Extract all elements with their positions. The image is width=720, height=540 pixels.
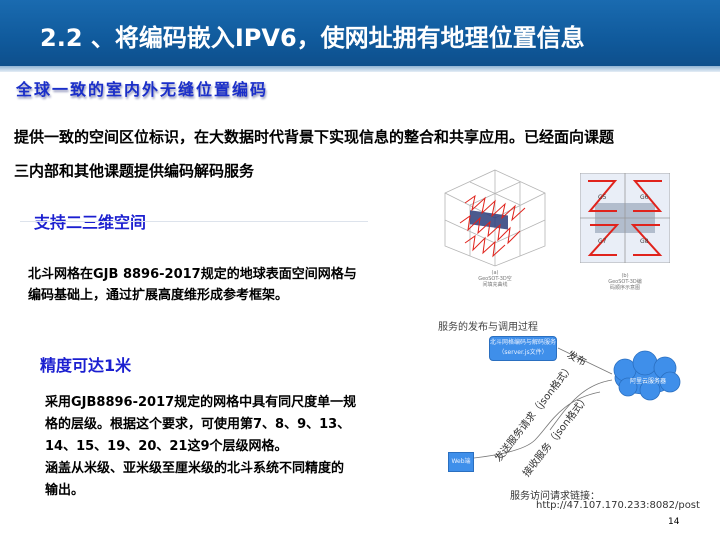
- precision-line: 采用GJB8896-2017规定的网格中具有同尺度单一规: [45, 395, 357, 410]
- svg-text:G8: G8: [640, 238, 649, 245]
- caption-line: 间填充曲线: [482, 282, 508, 288]
- precision-line: 格的层级。根据这个要求，可使用第7、8、9、13、: [45, 417, 351, 432]
- caption-line: GeoSOT-3D空: [478, 276, 512, 282]
- web-client-box: Web端: [448, 452, 474, 472]
- svg-text:G5: G5: [598, 194, 607, 201]
- caption-line: GeoSOT-3D编: [608, 279, 642, 285]
- grid-3d-figure: [444, 169, 546, 267]
- precision-line: 14、15、19、20、21这9个层级网格。: [45, 439, 288, 454]
- slide-title: 2.2 、将编码嵌入IPV6，使网址拥有地理位置信息: [40, 24, 585, 52]
- service-link-url[interactable]: http://47.107.170.233:8082/post: [536, 500, 700, 511]
- fig-2d-caption: (b) GeoSOT-3D编 码顺序示意图: [595, 273, 655, 291]
- section-heading-2d3d: 支持二三维空间: [34, 213, 147, 232]
- grid-2d-figure: G5 G6 G7 G8: [580, 173, 670, 263]
- caption-line: (b): [621, 273, 629, 279]
- cloud-server-label: 阿里云服务器: [630, 378, 667, 385]
- section-underline: [20, 221, 368, 222]
- section-precision-body: 采用GJB8896-2017规定的网格中具有同尺度单一规 格的层级。根据这个要求…: [45, 392, 385, 502]
- service-box: 北斗网格编码与解码服务（server.js文件）: [489, 336, 557, 361]
- caption-line: (a): [491, 270, 499, 276]
- intro-paragraph: 提供一致的空间区位标识，在大数据时代背景下实现信息的整合和共享应用。已经面向课题…: [14, 128, 615, 180]
- caption-line: 码顺序示意图: [609, 285, 640, 291]
- diagram-title: 服务的发布与调用过程: [438, 322, 538, 333]
- fig-3d-caption: (a) GeoSOT-3D空 间填充曲线: [465, 270, 525, 288]
- svg-text:G6: G6: [640, 194, 649, 201]
- precision-line: 输出。: [45, 483, 85, 498]
- service-flow-arrows: [473, 347, 681, 459]
- page-number: 14: [668, 517, 680, 527]
- section-heading-precision: 精度可达1米: [40, 356, 132, 375]
- service-link-label: 服务访问请求链接：: [510, 491, 600, 502]
- slide-header: [0, 0, 720, 66]
- svg-text:G7: G7: [598, 238, 607, 245]
- header-divider: [0, 66, 720, 72]
- precision-line: 涵盖从米级、亚米级至厘米级的北斗系统不同精度的: [45, 461, 345, 476]
- section-2d3d-body: 北斗网格在GJB 8896-2017规定的地球表面空间网格与编码基础上，通过扩展…: [28, 267, 357, 303]
- slide-subtitle: 全球一致的室内外无缝位置编码: [16, 80, 269, 99]
